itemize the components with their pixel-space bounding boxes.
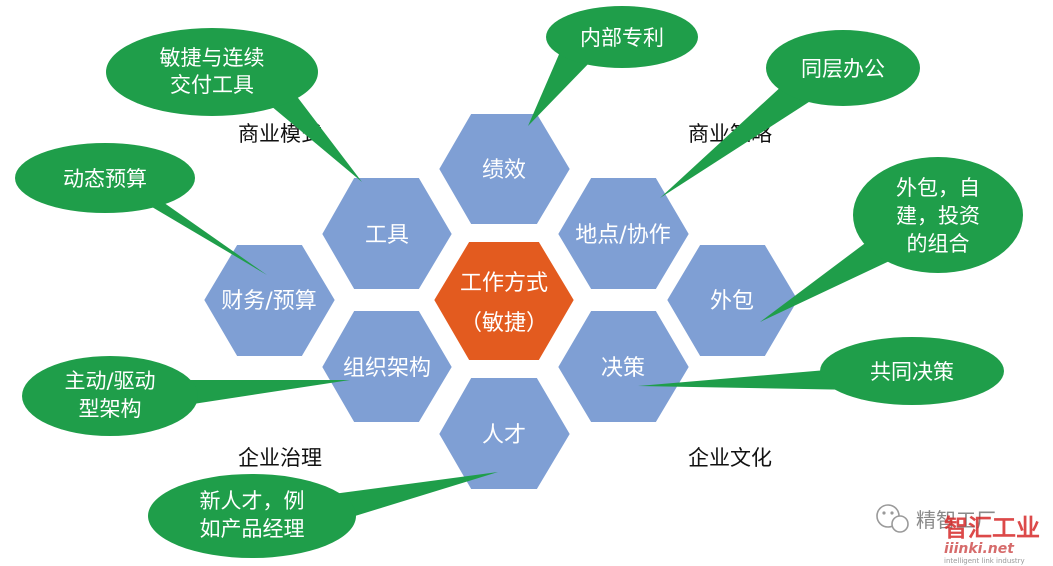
hex-grid: 绩效 工具 地点/协作 财务/预算 外包 组织架构 决策 人才	[199, 110, 803, 493]
callout-dynamic-budget: 动态预算	[15, 143, 267, 275]
callout-patent-line1: 内部专利	[580, 26, 664, 50]
callout-new-talent-line2: 如产品经理	[200, 517, 305, 541]
watermark: 精智工厂 智汇工业 iiinki.net intelligent link in…	[876, 504, 1040, 565]
callout-joint-decision: 共同决策	[638, 337, 1004, 405]
callouts: 内部专利 敏捷与连续 交付工具 同层办公 动态预算 外包，自 建，投资 的组合	[15, 6, 1023, 558]
hex-outsourcing: 外包	[662, 241, 803, 360]
watermark-logo-sub: iiinki.net	[944, 541, 1015, 557]
callout-tools-delivery: 敏捷与连续 交付工具	[106, 28, 362, 182]
callout-tools-delivery-line2: 交付工具	[170, 73, 254, 97]
callout-active-org-line2: 型架构	[79, 397, 142, 421]
callout-joint-decision-line1: 共同决策	[870, 360, 954, 384]
callout-active-org-line1: 主动/驱动	[64, 369, 155, 393]
hex-location-label: 地点/协作	[575, 223, 670, 248]
hex-decision-label: 决策	[601, 356, 645, 381]
hex-performance: 绩效	[434, 110, 575, 228]
callout-tools-delivery-line1: 敏捷与连续	[160, 46, 265, 70]
hex-tools-label: 工具	[365, 223, 409, 248]
hex-finance-label: 财务/预算	[221, 289, 316, 314]
callout-active-org: 主动/驱动 型架构	[22, 356, 350, 436]
hex-decision: 决策	[553, 307, 694, 426]
hex-center-line1: 工作方式	[460, 271, 548, 296]
hex-performance-label: 绩效	[482, 158, 526, 183]
hex-tools: 工具	[317, 174, 457, 293]
watermark-logo: 智汇工业	[944, 514, 1040, 542]
callout-outsource-mix: 外包，自 建，投资 的组合	[760, 157, 1023, 322]
callout-new-talent: 新人才，例 如产品经理	[148, 472, 498, 558]
hex-location: 地点/协作	[553, 174, 694, 293]
hex-talent-label: 人才	[482, 423, 526, 448]
corner-corporate-culture: 企业文化	[688, 446, 772, 470]
callout-outsource-mix-line1: 外包，自	[896, 176, 980, 200]
hex-outsourcing-label: 外包	[710, 289, 754, 314]
hex-org: 组织架构	[317, 307, 457, 426]
hex-center-line2: （敏捷）	[460, 311, 548, 336]
watermark-tagline: intelligent link industry	[944, 557, 1025, 565]
hex-org-label: 组织架构	[343, 356, 431, 381]
hex-talent: 人才	[434, 374, 575, 493]
callout-colocation: 同层办公	[660, 30, 920, 198]
callout-patent: 内部专利	[528, 6, 698, 126]
callout-outsource-mix-line3: 的组合	[907, 232, 970, 256]
callout-dynamic-budget-line1: 动态预算	[63, 167, 147, 191]
hex-finance: 财务/预算	[199, 241, 340, 360]
callout-colocation-line1: 同层办公	[801, 57, 885, 81]
watermark-name: 精智工厂	[916, 508, 996, 532]
wechat-icon	[876, 504, 909, 533]
corner-corporate-governance: 企业治理	[238, 446, 322, 470]
callout-new-talent-line1: 新人才，例	[200, 489, 305, 513]
hex-center: 工作方式 （敏捷）	[429, 238, 579, 364]
callout-outsource-mix-line2: 建，投资	[896, 204, 980, 228]
